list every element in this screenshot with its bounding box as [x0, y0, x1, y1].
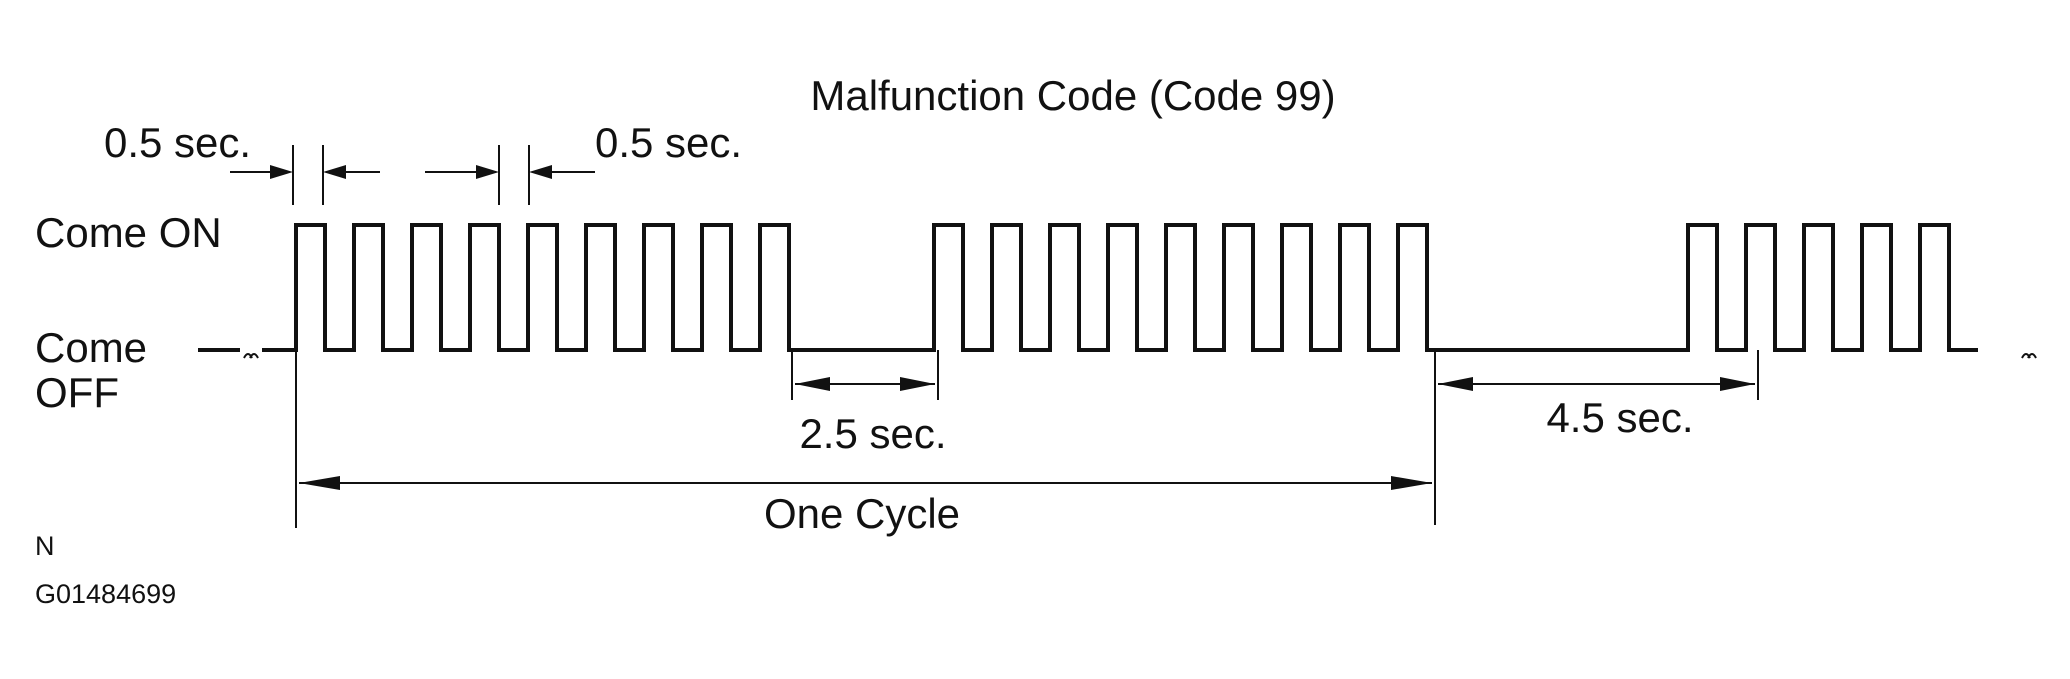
dimension-pulse-on [230, 145, 380, 205]
label-come-on: Come ON [35, 209, 222, 256]
label-one-cycle: One Cycle [764, 490, 960, 537]
waveform-line [198, 223, 1978, 352]
dimension-pulse-off [425, 145, 595, 205]
figure-id: G01484699 [35, 579, 176, 609]
break-mark-left [243, 353, 259, 359]
footer-letter: N [35, 531, 55, 561]
label-come-off-line2: OFF [35, 369, 119, 416]
label-pulse-off-duration: 0.5 sec. [595, 119, 742, 166]
dimension-one-cycle [295, 350, 1432, 528]
label-come-off-line1: Come [35, 324, 147, 371]
label-gap-short: 2.5 sec. [799, 410, 946, 457]
break-mark-right [2021, 353, 2037, 359]
dimension-gap-long [1434, 350, 1759, 525]
signal-waveform [198, 223, 1978, 352]
label-pulse-on-duration: 0.5 sec. [104, 119, 251, 166]
label-gap-long: 4.5 sec. [1546, 394, 1693, 441]
dimension-gap-short [791, 350, 939, 400]
diagram-title: Malfunction Code (Code 99) [810, 72, 1335, 119]
